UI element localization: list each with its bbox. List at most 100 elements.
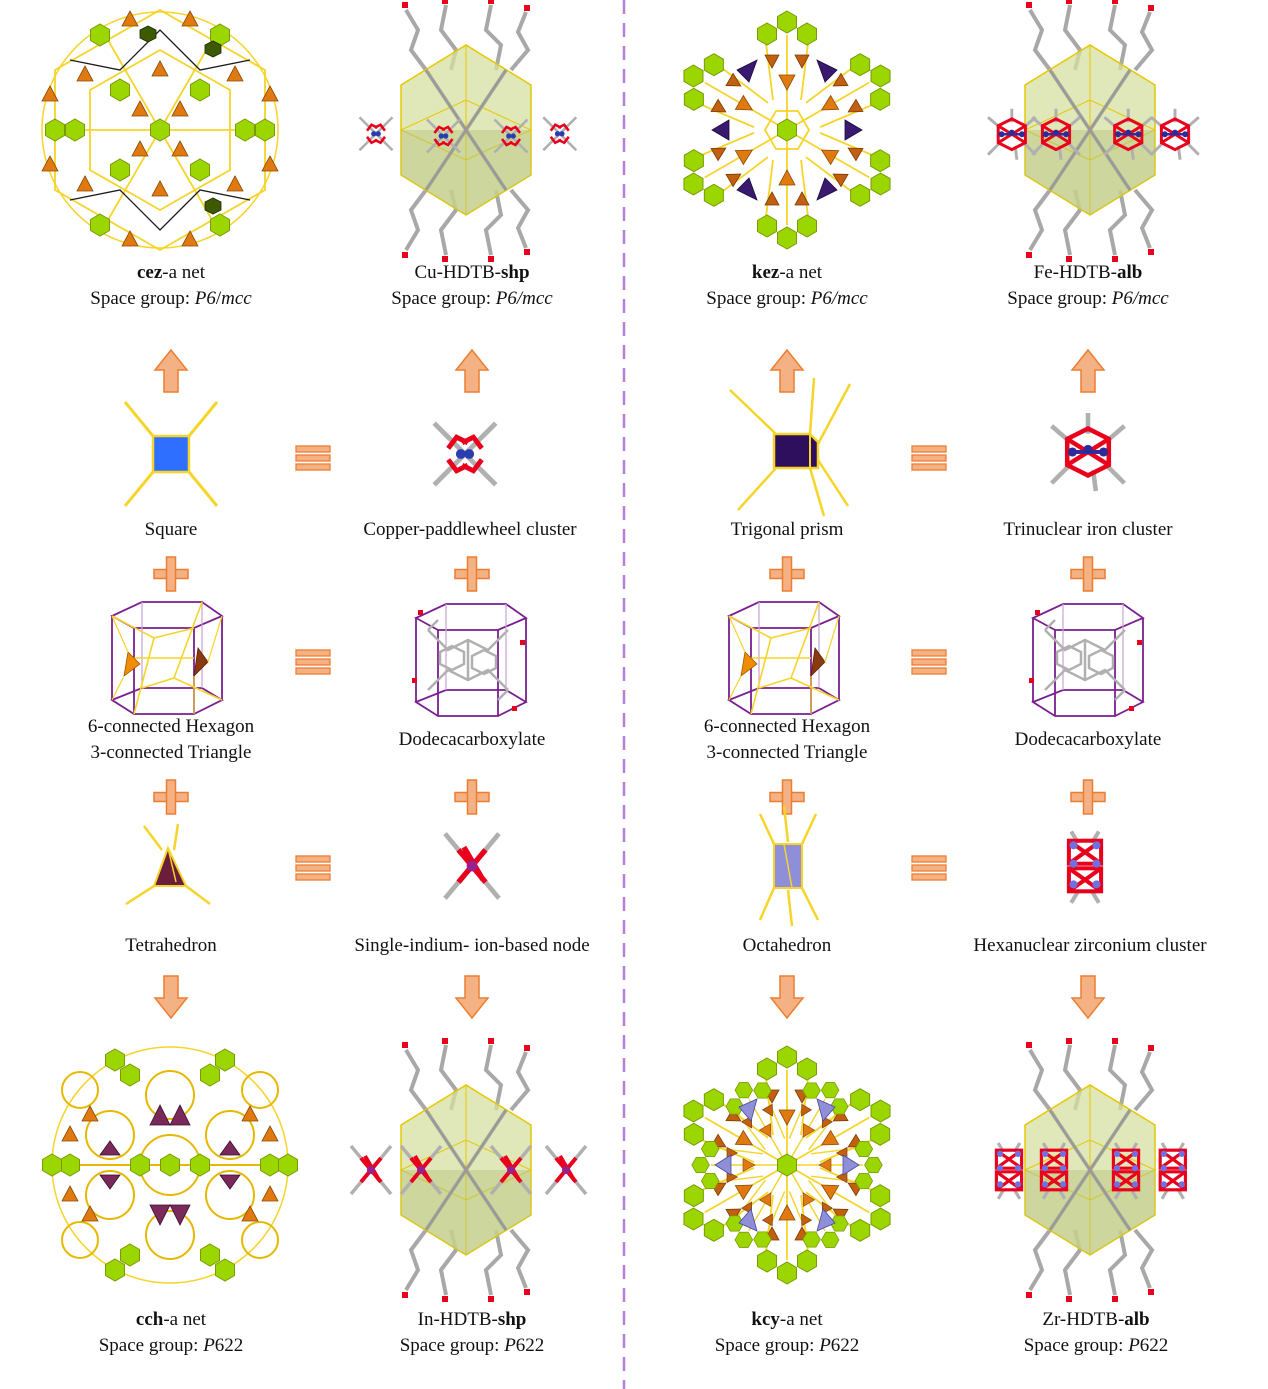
kcy-sg-prefix: Space group:: [714, 1335, 820, 1356]
equiv-3: [911, 445, 947, 471]
cez-sg-prefix: Space group:: [90, 288, 195, 309]
hexanuclear-zirconium-image: [1069, 832, 1101, 903]
kez-label-rest: -a net: [779, 262, 823, 283]
plus-2: [454, 556, 490, 592]
trigonal-prism-label: Trigonal prism: [730, 519, 844, 540]
cch-sg-italic: P: [203, 1335, 215, 1356]
zr-sg-italic: P: [1128, 1335, 1140, 1356]
hexanuclear-zirconium-label: Hexanuclear zirconium cluster: [973, 935, 1207, 956]
fe-sg-italic: mcc: [1138, 288, 1169, 309]
triangle-label-right: 3-connected Triangle: [706, 742, 868, 763]
hexagon-label-left: 6-connected Hexagon: [87, 716, 255, 737]
kcy-label-rest: -a net: [779, 1309, 823, 1330]
plus-4: [1070, 556, 1106, 592]
cu-sg-italic: mcc: [522, 288, 553, 309]
cez-sg-value: P6: [194, 288, 216, 309]
fe-sg-prefix: Space group:: [1007, 288, 1112, 309]
zr-label-pre: Zr-HDTB-: [1042, 1309, 1125, 1330]
arrow-up-1: [154, 349, 188, 393]
copper-paddlewheel-image: [434, 423, 496, 485]
arrow-down-4: [1071, 975, 1105, 1019]
kcy-sg-italic: P: [819, 1335, 831, 1356]
cez-net-image: [41, 8, 279, 252]
plus-5: [153, 779, 189, 815]
kez-label-bold: kez: [751, 262, 780, 283]
in-label-bold: shp: [497, 1309, 527, 1330]
plus-7: [769, 779, 805, 815]
arrow-up-2: [455, 349, 489, 393]
kcy-label-bold: kcy: [751, 1309, 780, 1330]
arrow-up-3: [770, 349, 804, 393]
cez-caption: cez-a net Space group: P6/mcc: [90, 262, 252, 309]
square-node-image: [123, 401, 219, 507]
equiv-2: [295, 649, 331, 675]
kcy-sg-value: 622: [830, 1335, 860, 1356]
arrow-down-2: [455, 975, 489, 1019]
in-sg-value: 622: [515, 1335, 545, 1356]
equiv-5: [295, 855, 331, 881]
cu-hdtb-shp-image: [358, 0, 578, 264]
in-sg-italic: P: [504, 1335, 516, 1356]
hexagon-label-right: 6-connected Hexagon: [703, 716, 871, 737]
arrow-down-3: [770, 975, 804, 1019]
kez-net-image: [669, 11, 905, 249]
zr-sg-value: 622: [1139, 1335, 1169, 1356]
equiv-4: [911, 649, 947, 675]
fe-label-pre: Fe-HDTB-: [1033, 262, 1118, 283]
octahedron-image: [758, 805, 820, 927]
zr-caption: Zr-HDTB-alb Space group: P622: [946, 1307, 1246, 1359]
zr-sg-prefix: Space group:: [1023, 1335, 1129, 1356]
in-caption: In-HDTB-shp Space group: P622: [322, 1307, 622, 1359]
fe-caption: Fe-HDTB-alb Space group: P6/mcc: [938, 260, 1238, 312]
equiv-6: [911, 855, 947, 881]
single-indium-label: Single-indium- ion-based node: [354, 935, 590, 956]
cch-caption: cch-a net Space group: P622: [21, 1307, 321, 1359]
fe-label-bold: alb: [1117, 262, 1143, 283]
arrow-down-1: [154, 975, 188, 1019]
trigonal-prism-image: [729, 377, 852, 517]
in-hdtb-shp-image: [349, 1036, 588, 1304]
single-indium-image: [445, 834, 499, 899]
cu-sg-prefix: Space group:: [391, 288, 496, 309]
cch-sg-value: 622: [214, 1335, 244, 1356]
cu-label-pre: Cu-HDTB-: [414, 262, 502, 283]
zr-hdtb-alb-image: [994, 1036, 1187, 1304]
hexagon-triangle-image-left: [112, 602, 222, 714]
triangle-label-left: 3-connected Triangle: [90, 742, 252, 763]
tetrahedron-image: [125, 823, 211, 906]
dodecacarboxylate-label-left: Dodecacarboxylate: [398, 729, 546, 750]
dodecacarboxylate-image-left: [412, 604, 526, 716]
plus-1: [153, 556, 189, 592]
kcy-net-image: [669, 1046, 905, 1284]
dodecacarboxylate-label-right: Dodecacarboxylate: [1014, 729, 1162, 750]
kcy-caption: kcy-a net Space group: P622: [637, 1307, 937, 1359]
fe-sg-value: P6/: [1111, 288, 1139, 309]
plus-3: [769, 556, 805, 592]
cu-label-bold: shp: [501, 262, 530, 283]
fe-hdtb-alb-image: [986, 0, 1201, 264]
cch-label-bold: cch: [135, 1309, 164, 1330]
cu-sg-value: P6/: [495, 288, 523, 309]
cch-sg-prefix: Space group:: [98, 1335, 204, 1356]
in-label-pre: In-HDTB-: [417, 1309, 498, 1330]
cez-label-bold: cez: [136, 262, 163, 283]
dodecacarboxylate-image-right: [1029, 604, 1143, 716]
plus-6: [454, 779, 490, 815]
kez-sg-value: P6/: [810, 288, 838, 309]
cez-sg-italic: mcc: [221, 288, 252, 309]
copper-paddlewheel-label: Copper-paddlewheel cluster: [363, 519, 577, 540]
hexagon-triangle-label-left: 6-connected Hexagon 3-connected Triangle: [21, 714, 321, 766]
kez-sg-prefix: Space group:: [706, 288, 811, 309]
cez-label-rest: -a net: [162, 262, 206, 283]
plus-8: [1070, 779, 1106, 815]
tetrahedron-label: Tetrahedron: [125, 935, 217, 956]
trinuclear-iron-image: [1052, 413, 1125, 491]
cch-net-image: [42, 1046, 298, 1284]
kez-caption: kez-a net Space group: P6/mcc: [637, 260, 937, 312]
trinuclear-iron-label: Trinuclear iron cluster: [1003, 519, 1173, 540]
zr-label-bold: alb: [1124, 1309, 1150, 1330]
in-sg-prefix: Space group:: [399, 1335, 505, 1356]
arrow-up-4: [1071, 349, 1105, 393]
